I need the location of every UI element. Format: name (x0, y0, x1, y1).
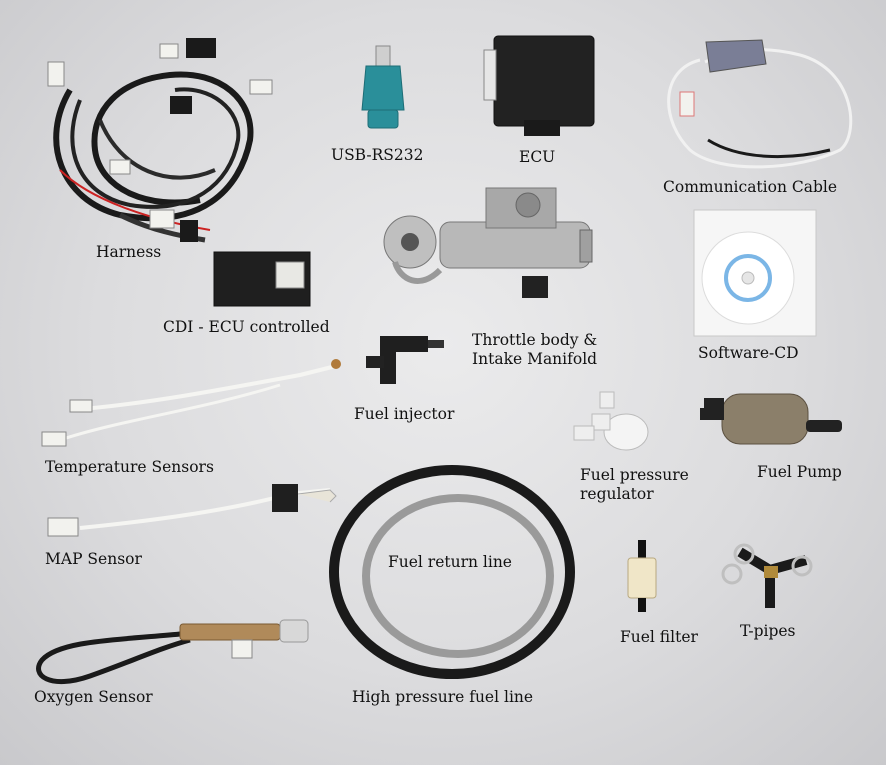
label-temperature-sensors: Temperature Sensors (45, 458, 214, 476)
label-high-pressure-fuel-line: High pressure fuel line (352, 688, 534, 706)
label-throttle-line2: Intake Manifold (472, 350, 598, 369)
cdi-image (213, 251, 311, 307)
label-t-pipes: T-pipes (740, 622, 796, 640)
label-ecu: ECU (519, 148, 556, 166)
t-pipes-image (721, 543, 813, 608)
label-fuel-pressure-line1: Fuel pressure (580, 466, 689, 484)
label-fuel-return-line: Fuel return line (388, 553, 512, 571)
harness-image (47, 38, 273, 243)
usb-rs232-image (361, 45, 405, 129)
ecu-image (483, 35, 595, 136)
fuel-pump-image (700, 393, 842, 445)
label-fuel-pressure-regulator: Fuel pressure regulator (580, 466, 689, 505)
label-cdi: CDI - ECU controlled (163, 318, 330, 336)
label-fuel-injector: Fuel injector (354, 405, 455, 423)
map-sensor-image (47, 484, 337, 537)
label-map-sensor: MAP Sensor (45, 550, 142, 568)
fuel-filter-image (627, 540, 657, 612)
label-usb-rs232: USB-RS232 (331, 146, 424, 164)
temperature-sensors-image (41, 359, 341, 447)
label-software-cd: Software-CD (698, 344, 799, 362)
label-throttle-body: Throttle body & Intake Manifold (472, 331, 597, 370)
label-fuel-pressure-line2: regulator (580, 485, 654, 504)
throttle-body-image (383, 187, 593, 298)
label-fuel-pump: Fuel Pump (757, 463, 842, 481)
label-communication-cable: Communication Cable (663, 178, 838, 196)
label-fuel-filter: Fuel filter (620, 628, 698, 646)
label-throttle-line1: Throttle body & (472, 331, 598, 349)
communication-cable-image (667, 39, 853, 169)
label-harness: Harness (96, 243, 162, 261)
software-cd-image (693, 209, 817, 337)
fuel-injector-image (366, 336, 444, 384)
fuel-pressure-regulator-image (573, 391, 649, 451)
fuel-lines-image (329, 465, 575, 679)
oxygen-sensor-image (36, 619, 309, 685)
label-oxygen-sensor: Oxygen Sensor (34, 688, 153, 706)
